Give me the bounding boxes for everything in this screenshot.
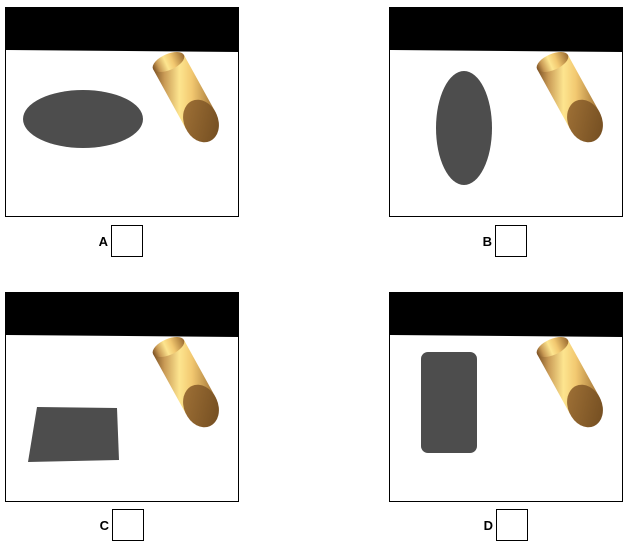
scene-c — [5, 292, 239, 502]
scene-c-image — [6, 293, 238, 462]
scene-d — [389, 292, 623, 502]
scene-b — [389, 7, 623, 217]
option-c-answer-box[interactable] — [112, 509, 144, 541]
cylinder-icon — [536, 51, 603, 143]
option-a-answer-box[interactable] — [111, 225, 143, 257]
option-a-label: A — [98, 233, 108, 249]
cylinder-icon — [536, 336, 603, 428]
shadow-quadrilateral — [28, 407, 119, 462]
sky-band — [390, 8, 622, 52]
scene-a — [5, 7, 239, 217]
cylinder-icon — [152, 51, 219, 143]
option-c-label: C — [99, 517, 109, 533]
option-b-label: B — [482, 233, 492, 249]
scene-d-image — [390, 293, 622, 453]
sky-band — [6, 293, 238, 337]
option-b: B — [482, 224, 527, 258]
option-c: C — [99, 508, 144, 542]
cylinder-icon — [152, 336, 219, 428]
option-b-answer-box[interactable] — [495, 225, 527, 257]
sky-band — [390, 293, 622, 337]
sky-band — [6, 8, 238, 52]
shadow-vertical-ellipse — [436, 71, 492, 185]
scene-a-image — [6, 8, 238, 148]
option-d-answer-box[interactable] — [496, 509, 528, 541]
option-d: D — [483, 508, 528, 542]
option-a: A — [98, 224, 143, 258]
option-d-label: D — [483, 517, 493, 533]
shadow-horizontal-ellipse — [23, 90, 143, 148]
scene-b-image — [390, 8, 622, 185]
shadow-rounded-rectangle — [421, 352, 477, 453]
